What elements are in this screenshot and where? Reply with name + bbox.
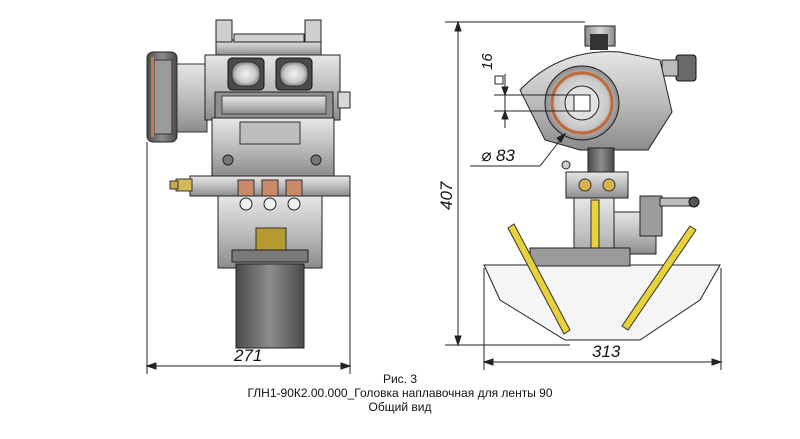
dim-front-width-label: 271 <box>233 346 262 365</box>
dimension-side-height <box>445 20 585 347</box>
square-symbol <box>494 75 504 85</box>
dim-square-label: 16 <box>479 53 496 70</box>
figure-number: Рис. 3 <box>382 372 418 386</box>
right-blade <box>621 225 697 331</box>
flux-hopper <box>483 264 721 341</box>
dimension-square <box>494 74 574 128</box>
nozzle <box>235 263 305 349</box>
left-blade <box>507 223 571 335</box>
side-view <box>483 25 721 341</box>
figure-subtitle: Общий вид <box>368 400 432 414</box>
dim-side-height-label: 407 <box>437 181 456 210</box>
dim-diameter-label: ⌀ 83 <box>481 146 515 165</box>
clamp-block <box>565 171 629 199</box>
front-view <box>146 19 351 349</box>
feed-rollers <box>227 57 313 91</box>
dim-side-width-label: 313 <box>592 342 621 361</box>
figure-title: ГЛН1-90К2.00.000_Головка наплавочная для… <box>247 386 553 400</box>
copper-terminals <box>237 179 303 197</box>
dimension-diameter <box>470 132 567 167</box>
adjust-knob <box>675 54 697 82</box>
dimension-front-width <box>145 142 352 374</box>
dimension-side-width <box>482 268 723 370</box>
motor-drum <box>146 51 208 143</box>
